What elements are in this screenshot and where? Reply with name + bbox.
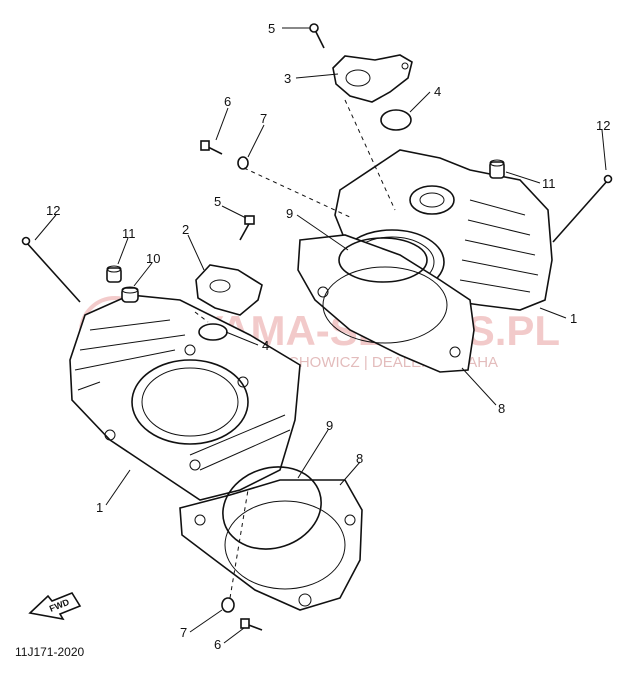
- upper-thermostat-o-ring: [380, 109, 412, 131]
- callout-4-lower: 4: [262, 338, 269, 353]
- callout-1-lower: 1: [96, 500, 103, 515]
- callout-4-upper: 4: [434, 84, 441, 99]
- callout-11-upper: 11: [542, 176, 556, 191]
- figure-code: 11J171-2020: [15, 645, 84, 659]
- upper-dowel-11: [489, 159, 505, 179]
- callout-10: 10: [146, 251, 160, 266]
- callout-6-upper: 6: [224, 94, 231, 109]
- callout-7-lower: 7: [180, 625, 187, 640]
- callout-labels: 5 3 4 6 7 12 11 9 1 8 12 11 10 5 2 4 1 9…: [46, 21, 610, 652]
- forward-arrow: FWD: [28, 592, 82, 621]
- lower-dowel-7: [221, 597, 235, 613]
- left-stud-12: [21, 236, 81, 303]
- callout-9-upper: 9: [286, 206, 293, 221]
- callout-9-lower: 9: [326, 418, 333, 433]
- callout-7-upper: 7: [260, 111, 267, 126]
- callout-3: 3: [284, 71, 291, 86]
- callout-12-right: 12: [596, 118, 610, 133]
- upper-dowel-7: [237, 156, 249, 170]
- upper-cylinder-assembly: [200, 23, 613, 373]
- lower-bolt-5: [239, 215, 255, 241]
- callout-5-lower: 5: [214, 194, 221, 209]
- callout-12-left: 12: [46, 203, 60, 218]
- upper-bolt-5: [309, 23, 325, 49]
- lower-o-ring: [222, 466, 322, 550]
- callout-1-upper: 1: [570, 311, 577, 326]
- lower-bolt-6: [240, 618, 263, 631]
- lower-base-gasket: [179, 479, 363, 611]
- right-stud-12: [552, 174, 613, 243]
- dowel-10: [121, 286, 139, 303]
- callout-8-lower: 8: [356, 451, 363, 466]
- lower-cylinder-fins: [74, 319, 291, 471]
- lower-cylinder-bore: [131, 359, 249, 445]
- upper-coolant-port: [409, 185, 455, 215]
- lower-cylinder-assembly: [21, 215, 363, 631]
- callout-8-upper: 8: [498, 401, 505, 416]
- callout-5-upper: 5: [268, 21, 275, 36]
- upper-o-ring: [338, 237, 428, 283]
- leader-lines: [34, 27, 607, 644]
- callout-6-lower: 6: [214, 637, 221, 652]
- thermostat-housing: [332, 54, 413, 103]
- upper-cylinder-fins: [459, 199, 539, 293]
- callout-11-lower: 11: [122, 226, 136, 241]
- callout-2: 2: [182, 222, 189, 237]
- lower-dowel-11: [106, 265, 122, 283]
- coolant-joint: [195, 264, 263, 316]
- upper-bolt-6: [200, 140, 223, 155]
